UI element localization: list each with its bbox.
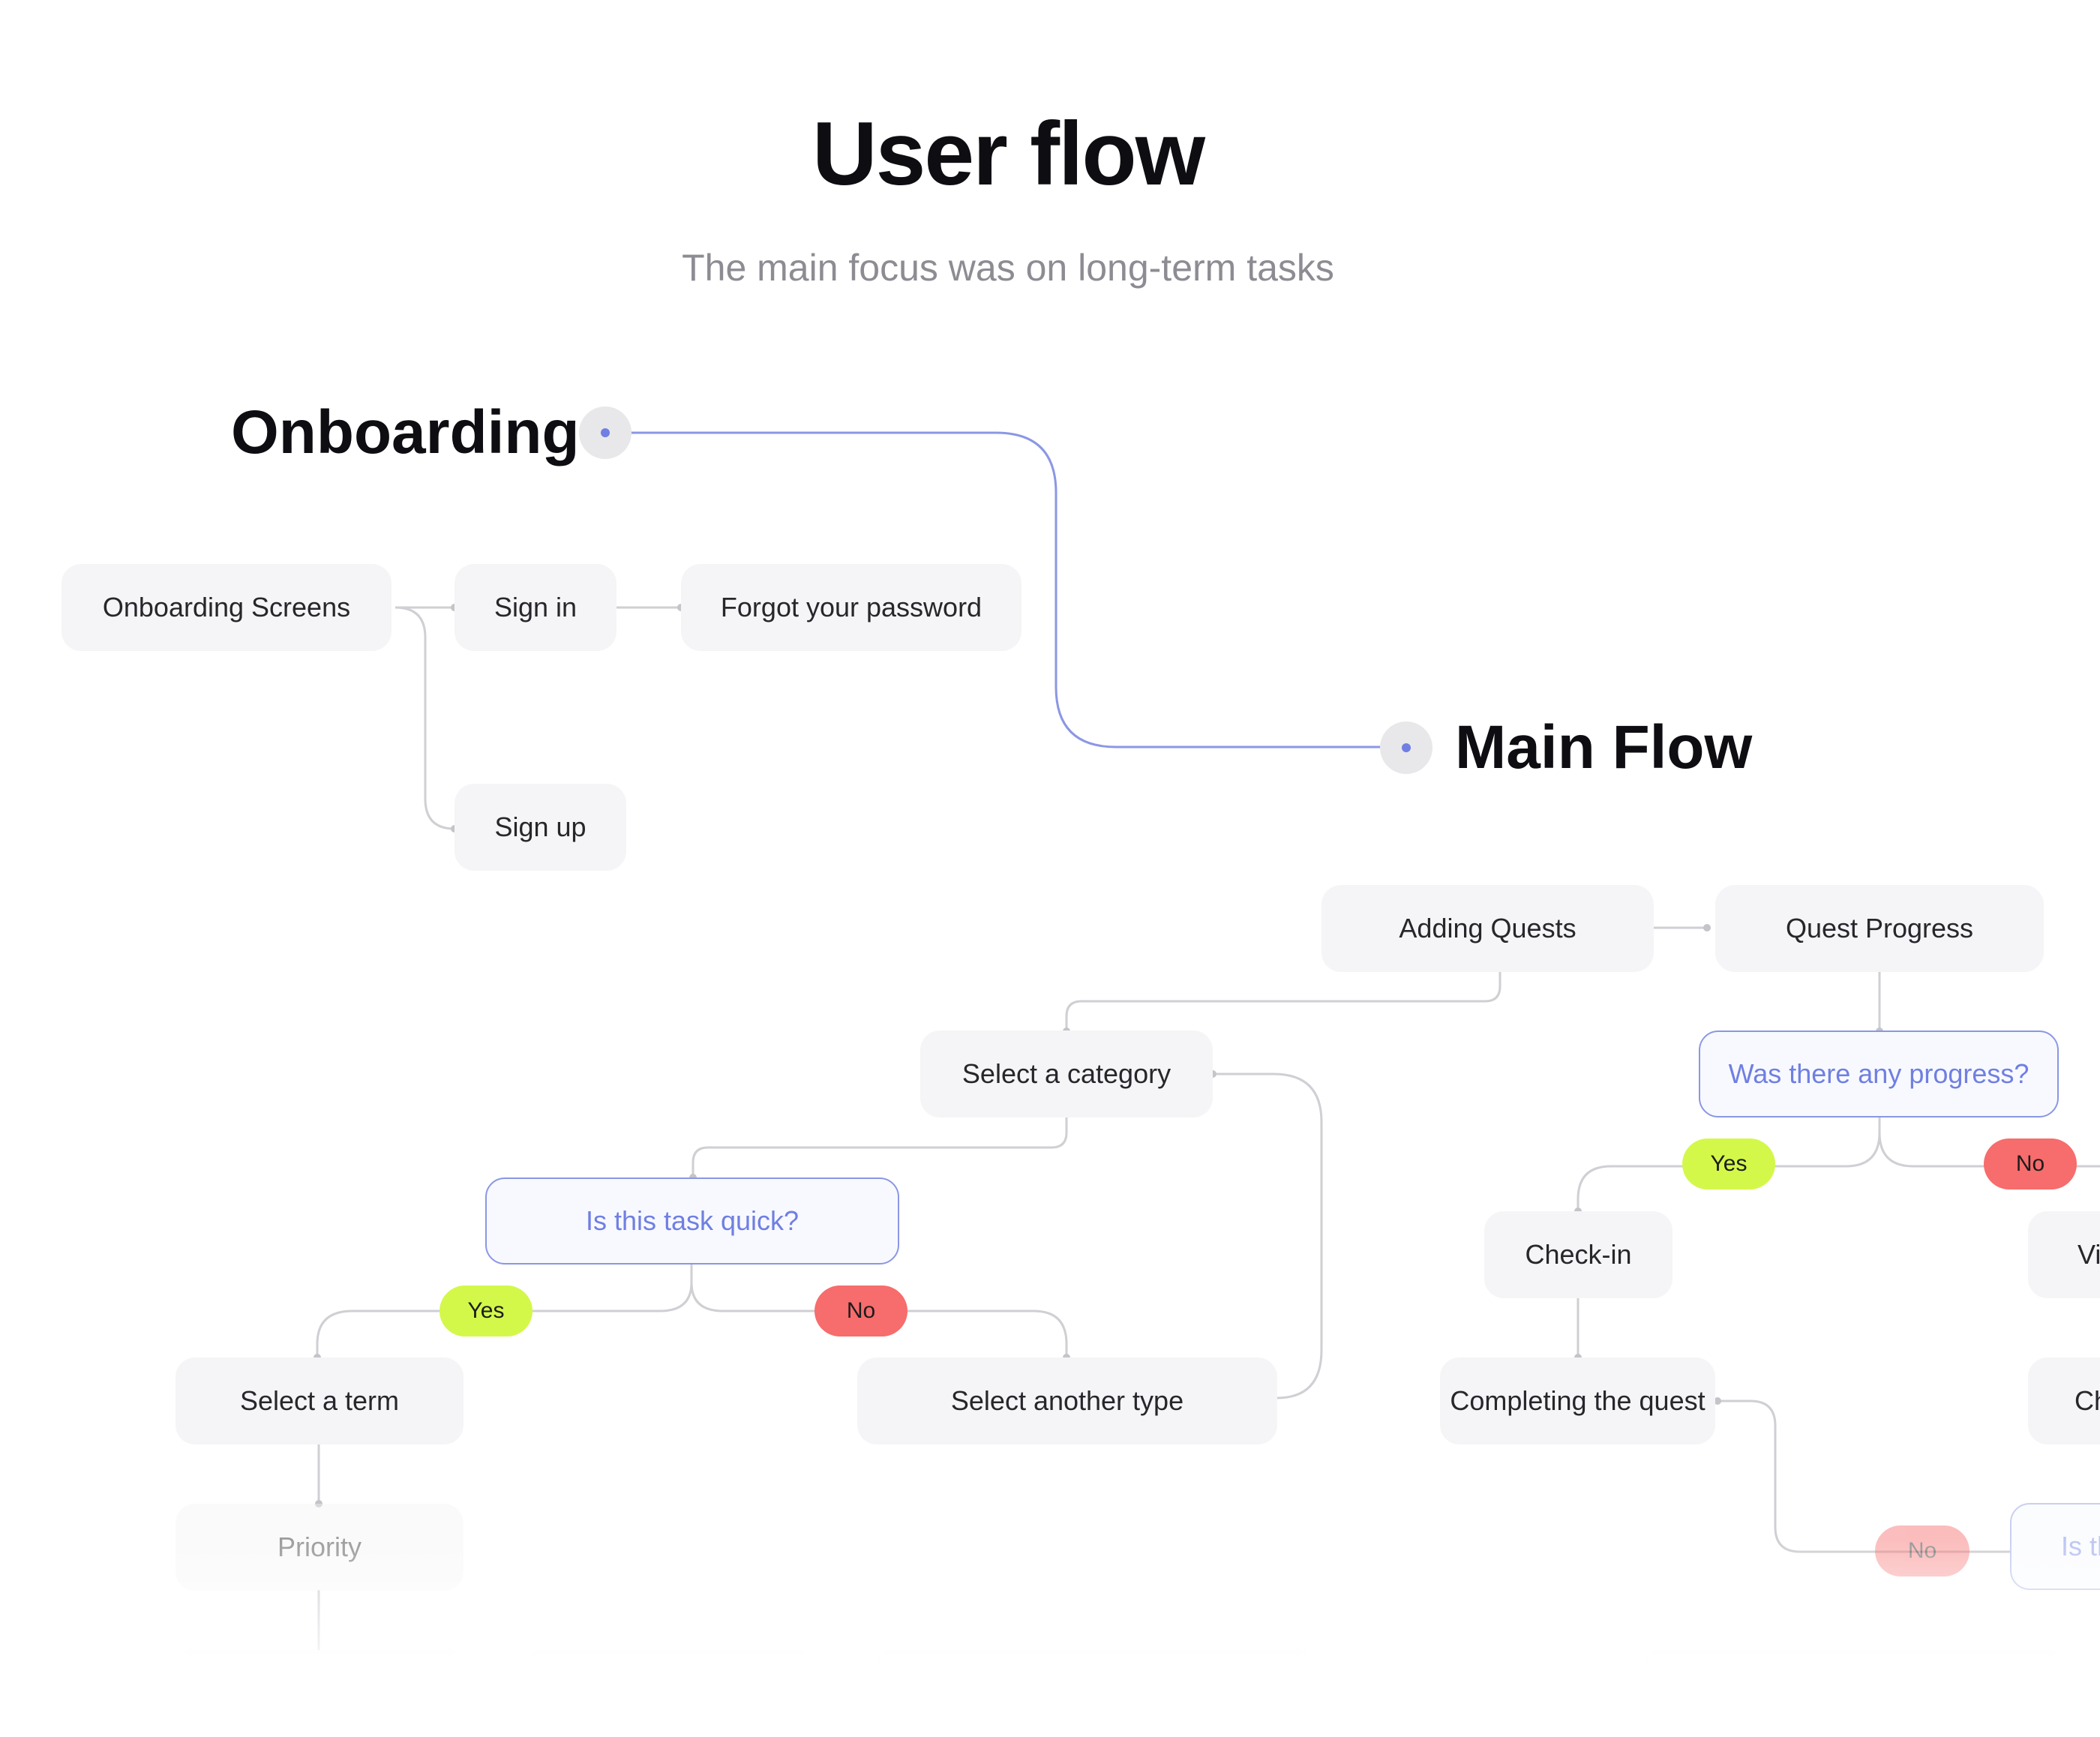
node-right-partial-2[interactable]: Ch (2028, 1358, 2100, 1444)
connector-adding-category (1065, 971, 1502, 1031)
node-label: Vi (2078, 1239, 2100, 1270)
ghost-node (176, 1648, 464, 1736)
node-label: Onboarding Screens (102, 592, 351, 622)
node-quest-progress[interactable]: Quest Progress (1715, 885, 2044, 972)
page-subtitle: The main focus was on long-term tasks (682, 247, 1334, 289)
node-label: Select a term (239, 1385, 400, 1416)
node-select-category[interactable]: Select a category (920, 1030, 1213, 1118)
node-was-there-progress[interactable]: Was there any progress? (1699, 1030, 2059, 1118)
node-label: Was there any progress? (1728, 1058, 2030, 1089)
node-label: Select another type (950, 1385, 1184, 1416)
connector-category-quick (692, 1118, 1068, 1178)
node-label: Is this task quick? (585, 1205, 800, 1236)
node-select-term[interactable]: Select a term (176, 1358, 464, 1444)
node-label: Forgot your password (720, 592, 982, 622)
connector-question-no (1878, 1118, 2100, 1168)
node-label: Check-in (1525, 1239, 1632, 1270)
node-sign-in[interactable]: Sign in (454, 564, 616, 651)
pill-label: Yes (1710, 1151, 1748, 1176)
node-right-partial-1[interactable]: Vi (2028, 1211, 2100, 1298)
pill-yes: Yes (1682, 1138, 1775, 1190)
onboarding-anchor-handle[interactable] (579, 406, 632, 459)
pill-yes: Yes (440, 1286, 532, 1336)
section-heading-main-flow: Main Flow (1455, 713, 1753, 782)
pill-no: No (1875, 1526, 1970, 1576)
node-label: Is th (2061, 1531, 2100, 1562)
pill-no: No (814, 1286, 908, 1336)
node-completing-quest[interactable]: Completing the quest (1440, 1358, 1715, 1444)
node-right-partial-question[interactable]: Is th (2010, 1503, 2100, 1590)
connector-question-yes-checkin (1576, 1118, 1881, 1211)
node-label: Completing the quest (1450, 1385, 1706, 1416)
node-label: Priority (277, 1532, 362, 1562)
connector-onboarding-main (606, 431, 1406, 748)
connector-completing-no (1718, 1400, 2010, 1553)
pill-label: No (2015, 1151, 2045, 1176)
node-is-task-quick[interactable]: Is this task quick? (485, 1178, 899, 1264)
pill-no: No (1984, 1138, 2077, 1190)
node-label: Ch (2074, 1385, 2100, 1416)
node-label: Sign in (494, 592, 578, 622)
pill-label: No (1907, 1538, 1937, 1563)
connector-screens-signup (394, 606, 455, 830)
node-priority[interactable]: Priority (176, 1504, 464, 1591)
node-label: Select a category (962, 1058, 1172, 1089)
node-adding-quests[interactable]: Adding Quests (1322, 885, 1654, 972)
node-label: Adding Quests (1399, 913, 1576, 944)
node-label: Sign up (494, 812, 586, 842)
ghost-node (525, 1648, 813, 1736)
pill-label: Yes (467, 1298, 505, 1323)
ghost-node (1642, 1648, 2062, 1736)
page-title: User flow (812, 104, 1205, 204)
node-sign-up[interactable]: Sign up (454, 784, 626, 871)
node-label: Quest Progress (1785, 913, 1974, 944)
node-forgot-password[interactable]: Forgot your password (681, 564, 1022, 651)
connector-category-anothertype (1213, 1072, 1323, 1400)
node-select-another-type[interactable]: Select another type (857, 1358, 1277, 1444)
section-heading-onboarding: Onboarding (231, 398, 580, 466)
ghost-node (874, 1648, 1312, 1736)
node-onboarding-screens[interactable]: Onboarding Screens (62, 564, 392, 651)
pill-label: No (846, 1298, 876, 1323)
connector-quick-yes-term (316, 1264, 693, 1358)
main-flow-anchor-handle[interactable] (1380, 722, 1432, 774)
node-check-in[interactable]: Check-in (1484, 1211, 1672, 1298)
